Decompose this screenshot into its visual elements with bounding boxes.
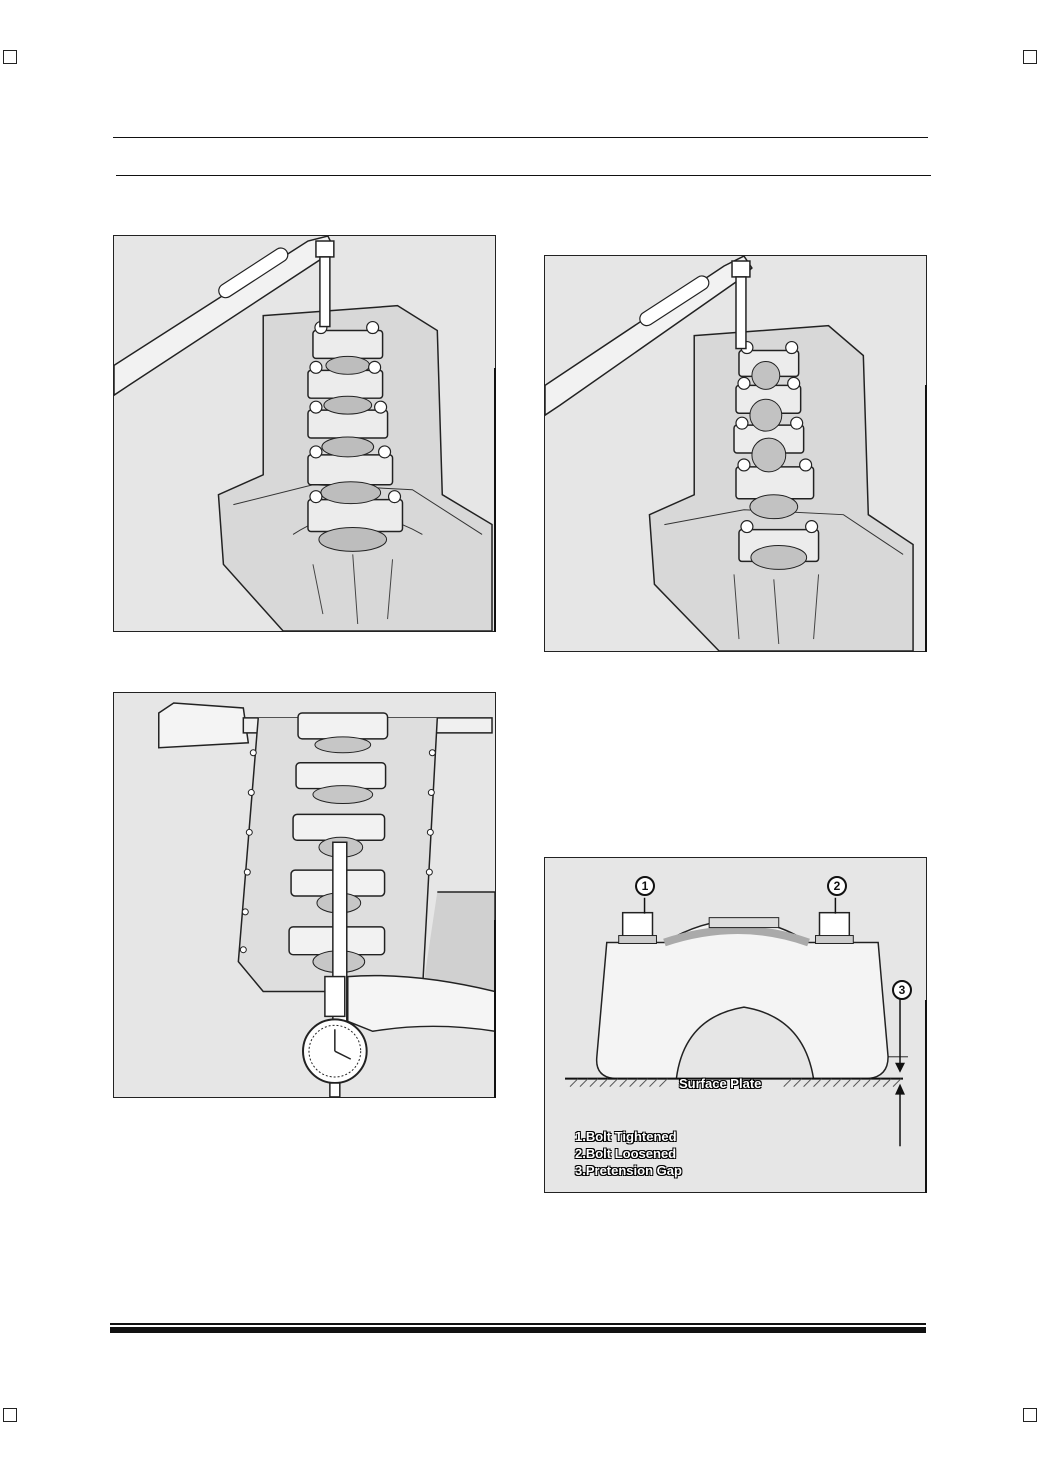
figure-3-shadow <box>494 920 496 1098</box>
figure-dial-gauge-bore-check <box>113 692 496 1098</box>
figure-4-shadow <box>925 1000 927 1193</box>
callout-2-marker: 2 <box>827 876 847 896</box>
figure-1-shadow <box>494 368 496 632</box>
engine-block-torque-illustration <box>114 236 493 631</box>
figure-2-shadow <box>925 385 927 652</box>
footer-rule-thick <box>110 1327 926 1333</box>
bearing-cap-on-surface-plate <box>565 897 908 1147</box>
footer-rule-thin <box>110 1323 926 1325</box>
figure-pretension-gap-diagram: 1 2 3 Surface Plate 1.Bolt Tightened 2.B… <box>544 857 927 1193</box>
callout-legend: 1.Bolt Tightened 2.Bolt Loosened 3.Prete… <box>575 1128 682 1179</box>
crop-mark-bottom-left <box>3 1408 17 1422</box>
figure-torque-main-bearing-caps <box>113 235 496 632</box>
surface-plate-label: Surface Plate <box>679 1076 762 1091</box>
callout-3-marker: 3 <box>892 980 912 1000</box>
figure-torque-main-bearing-caps-alt <box>544 255 927 652</box>
legend-item-pretension-gap: 3.Pretension Gap <box>575 1163 682 1178</box>
crop-mark-top-left <box>3 50 17 64</box>
engine-block-torque-illustration-alt <box>545 256 914 651</box>
crop-mark-bottom-right <box>1023 1408 1037 1422</box>
legend-item-bolt-tightened: 1.Bolt Tightened <box>575 1129 677 1144</box>
header-rule-top <box>113 137 928 138</box>
crop-mark-top-right <box>1023 50 1037 64</box>
callout-1-marker: 1 <box>635 876 655 896</box>
dial-gauge-illustration <box>158 702 495 1097</box>
header-rule-bottom <box>116 175 931 176</box>
legend-item-bolt-loosened: 2.Bolt Loosened <box>575 1146 677 1161</box>
